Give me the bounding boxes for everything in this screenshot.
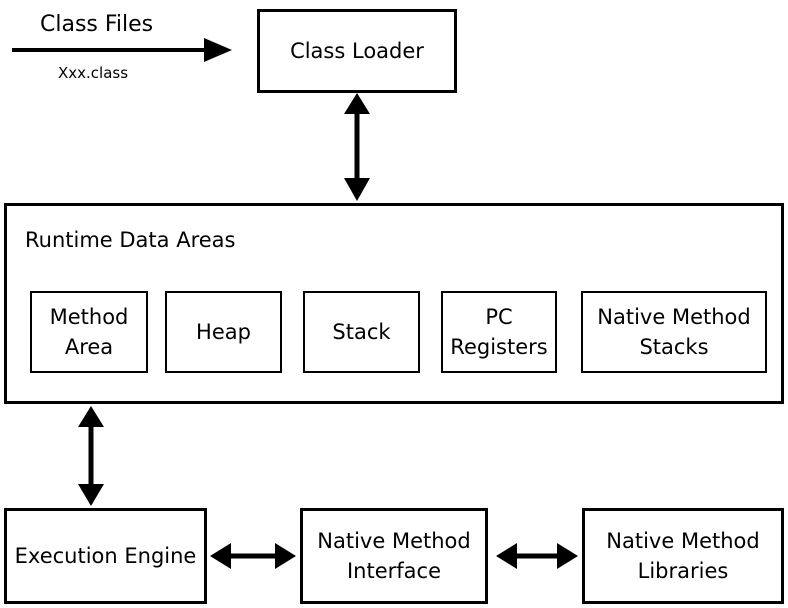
runtime-engine-arrow xyxy=(78,406,104,506)
method-area-box: Method Area xyxy=(30,291,148,373)
execution-engine-box: Execution Engine xyxy=(4,508,207,604)
stack-label: Stack xyxy=(332,320,391,344)
runtime-data-areas-title: Runtime Data Areas xyxy=(25,228,236,252)
class-loader-label: Class Loader xyxy=(290,39,424,63)
native-method-libraries-label: Native Method Libraries xyxy=(606,529,760,583)
heap-box: Heap xyxy=(165,291,282,373)
pc-registers-box: PC Registers xyxy=(441,291,557,373)
engine-interface-arrow xyxy=(210,543,296,569)
interface-libraries-arrow xyxy=(496,543,578,569)
class-loader-box: Class Loader xyxy=(257,9,457,93)
runtime-data-areas-box: Runtime Data Areas Method Area Heap Stac… xyxy=(4,203,784,404)
pc-registers-label: PC Registers xyxy=(450,305,548,359)
native-method-interface-box: Native Method Interface xyxy=(300,508,488,604)
class-files-label: Class Files xyxy=(40,12,154,37)
stack-box: Stack xyxy=(303,291,420,373)
native-method-stacks-label: Native Method Stacks xyxy=(597,305,751,359)
native-method-stacks-box: Native Method Stacks xyxy=(581,291,767,373)
native-method-libraries-box: Native Method Libraries xyxy=(582,508,784,604)
heap-label: Heap xyxy=(196,320,251,344)
class-file-name: Xxx.class xyxy=(58,64,129,82)
method-area-label: Method Area xyxy=(49,305,129,359)
native-method-interface-label: Native Method Interface xyxy=(317,529,471,583)
loader-runtime-arrow xyxy=(344,93,370,201)
class-files-arrow xyxy=(12,38,232,62)
execution-engine-label: Execution Engine xyxy=(14,544,197,568)
